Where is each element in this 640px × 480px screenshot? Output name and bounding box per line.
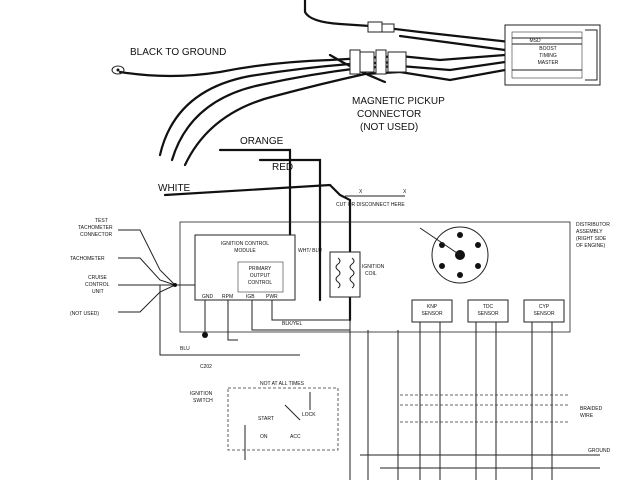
orange-wire-label: ORANGE [240,136,284,147]
msd-boost-timing-module: MSD BOOST TIMING MASTER [504,24,601,86]
msd-label-1: MSD [529,38,541,44]
left-connectors: TEST TACHOMETER CONNECTOR TACHOMETER CRU… [70,218,300,356]
white-wire-label: WHITE [158,183,191,194]
start-label: START [258,416,274,422]
cut-x-2: X [403,189,407,195]
igb-wire [251,300,350,331]
distributor-outline [179,221,571,333]
ignition-coil: IGNITION COIL [329,251,385,298]
harness-wires [118,0,512,167]
msd-label-3: TIMING [539,53,557,59]
coil-label-2: COIL [365,271,377,277]
sensor-boxes: KNP SENSOR TDC SENSOR CYP SENSOR [411,299,565,323]
lock-label: LOCK [302,412,316,418]
wht-blu-label: WHT/ BLU [298,248,322,254]
harness-connectors [349,21,407,75]
blk-yel-label: BLK/YEL [282,321,303,327]
magnetic-pickup-label-2: CONNECTOR [357,109,421,120]
ignition-switch-label-1: IGNITION [190,391,213,397]
red-wire [258,158,322,302]
kp-sensor-label-2: SENSOR [421,311,443,317]
msd-label-2: BOOST [539,46,557,52]
lower-wire-bundle [360,322,600,480]
distributor-label-4: OF ENGINE) [576,243,606,249]
not-used-label: (NOT USED) [70,311,99,317]
cruise-label-1: CRUISE [88,275,108,281]
primary-label-3: CONTROL [248,280,273,286]
coil-label-1: IGNITION [362,264,385,270]
ground-ring-terminal [111,65,125,75]
not-at-all-times-label: NOT AT ALL TIMES [260,381,305,387]
cut-marks: X X CUT OR DISCONNECT HERE [336,189,407,208]
tdc-sensor-label-1: TDC [483,304,494,310]
braided-wire-label-2: WIRE [580,413,594,419]
cruise-label-3: UNIT [92,289,104,295]
cyp-sensor-label-2: SENSOR [533,311,555,317]
on-label: ON [260,434,268,440]
test-tach-label-1: TEST [95,218,108,224]
magnetic-pickup-label-3: (NOT USED) [360,122,418,133]
distributor-cap [419,226,489,284]
cut-x-1: X [359,189,363,195]
test-tach-label-2: TACHOMETER [78,225,113,231]
distributor-label-2: ASSEMBLY [576,229,603,235]
acc-label: ACC [290,434,301,440]
test-tach-label-3: CONNECTOR [80,232,113,238]
primary-label-1: PRIMARY [249,266,272,272]
ground-label: GROUND [588,448,611,454]
msd-label-4: MASTER [538,60,559,66]
icm-label-1: IGNITION CONTROL [221,241,269,247]
rpm-wire [227,300,238,341]
red-wire-label: RED [272,162,293,173]
primary-label-2: OUTPUT [250,273,271,279]
ignition-switch-label-2: SWITCH [193,398,213,404]
pin-pwr: PWR [266,294,278,300]
braided-wire-label-1: BRAIDED [580,406,603,412]
pin-gnd: GND [202,294,214,300]
black-to-ground-label: BLACK TO GROUND [130,47,226,58]
ignition-control-module: IGNITION CONTROL MODULE PRIMARY OUTPUT C… [194,234,296,301]
pin-rpm: RPM [222,294,233,300]
orange-wire [218,148,292,277]
distributor-label-3: (RIGHT SIDE [576,236,607,242]
icm-label-2: MODULE [234,248,256,254]
cut-label: CUT OR DISCONNECT HERE [336,202,405,208]
pwr-wire [271,300,350,321]
white-wire [163,183,352,322]
cruise-label-2: CONTROL [85,282,110,288]
tdc-sensor-label-2: SENSOR [477,311,499,317]
c202-label: C202 [200,364,212,370]
tachometer-label: TACHOMETER [70,256,105,262]
pin-igb: IGB [246,294,255,300]
cyp-sensor-label-1: CYP [539,304,550,310]
distributor-label-1: DISTRIBUTOR [576,222,610,228]
kp-sensor-label-1: KNP [427,304,438,310]
magnetic-pickup-label-1: MAGNETIC PICKUP [352,96,445,107]
blu-label: BLU [180,346,190,352]
ignition-switch: NOT AT ALL TIMES IGNITION SWITCH START L… [190,381,339,460]
